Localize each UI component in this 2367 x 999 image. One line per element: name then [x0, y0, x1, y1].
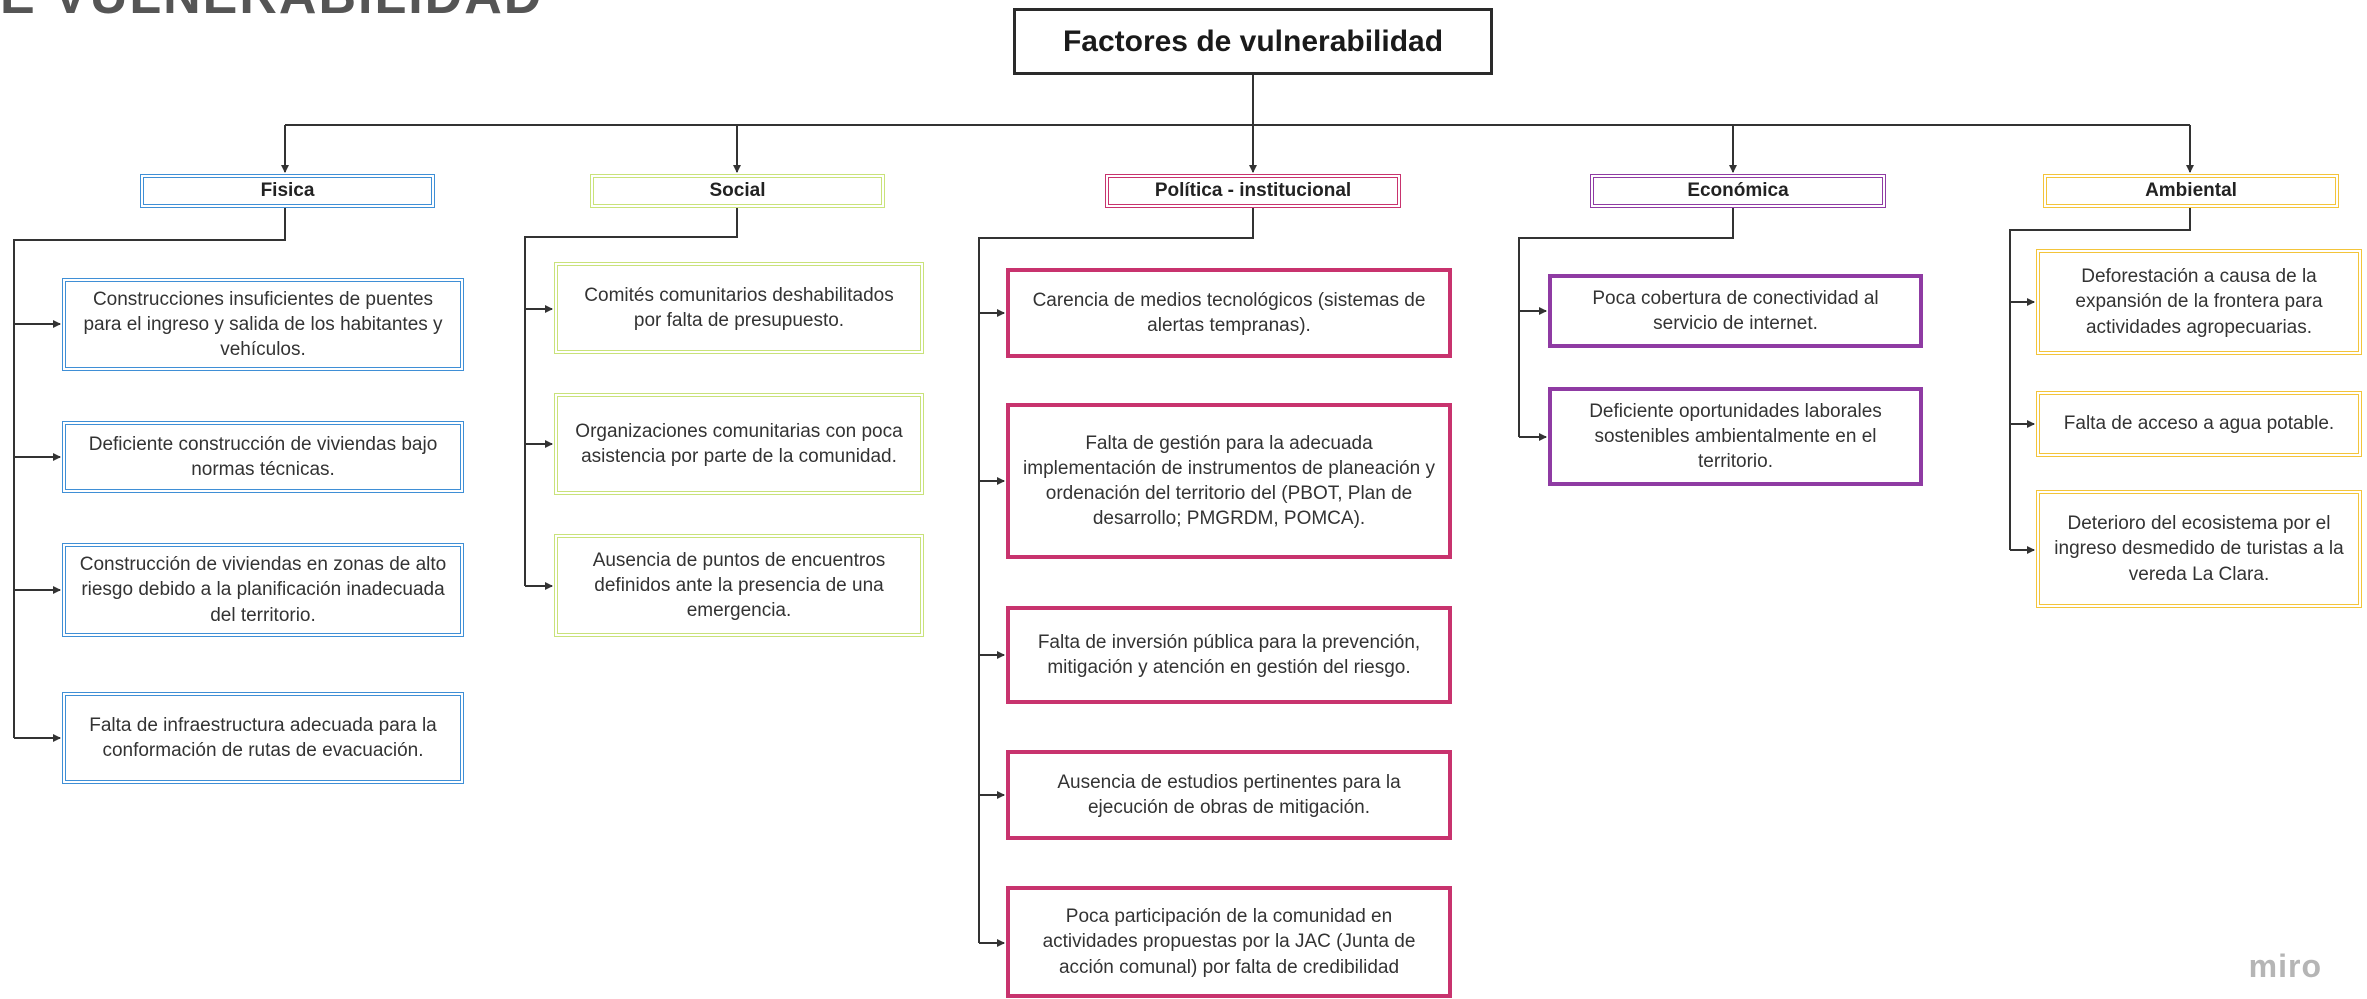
politica-item-1: Carencia de medios tecnológicos (sistema… [1006, 268, 1452, 358]
politica-item-2: Falta de gestión para la adecuada implem… [1006, 403, 1452, 559]
category-economica: Económica [1590, 174, 1886, 208]
category-politica-institucional: Política - institucional [1105, 174, 1401, 208]
politica-item-4: Ausencia de estudios pertinentes para la… [1006, 750, 1452, 840]
miro-watermark: miro [2248, 948, 2322, 984]
fisica-item-2: Deficiente construcción de viviendas baj… [62, 421, 464, 493]
ambiental-item-3: Deterioro del ecosistema por el ingreso … [2036, 490, 2362, 608]
fisica-item-4: Falta de infraestructura adecuada para l… [62, 692, 464, 784]
cropped-heading: E VULNERABILIDAD [0, 0, 543, 26]
ambiental-item-1: Deforestación a causa de la expansión de… [2036, 249, 2362, 355]
category-fisica: Fisica [140, 174, 435, 208]
fisica-item-3: Construcción de viviendas en zonas de al… [62, 543, 464, 637]
economica-item-1: Poca cobertura de conectividad al servic… [1548, 274, 1923, 348]
social-item-3: Ausencia de puntos de encuentros definid… [554, 534, 924, 637]
politica-item-5: Poca participación de la comunidad en ac… [1006, 886, 1452, 998]
economica-item-2: Deficiente oportunidades laborales soste… [1548, 387, 1923, 486]
ambiental-item-2: Falta de acceso a agua potable. [2036, 391, 2362, 457]
social-item-2: Organizaciones comunitarias con poca asi… [554, 393, 924, 495]
social-item-1: Comités comunitarios deshabilitados por … [554, 262, 924, 354]
politica-item-3: Falta de inversión pública para la preve… [1006, 606, 1452, 704]
root-node: Factores de vulnerabilidad [1013, 8, 1493, 75]
fisica-item-1: Construcciones insuficientes de puentes … [62, 278, 464, 371]
category-social: Social [590, 174, 885, 208]
category-ambiental: Ambiental [2043, 174, 2339, 208]
